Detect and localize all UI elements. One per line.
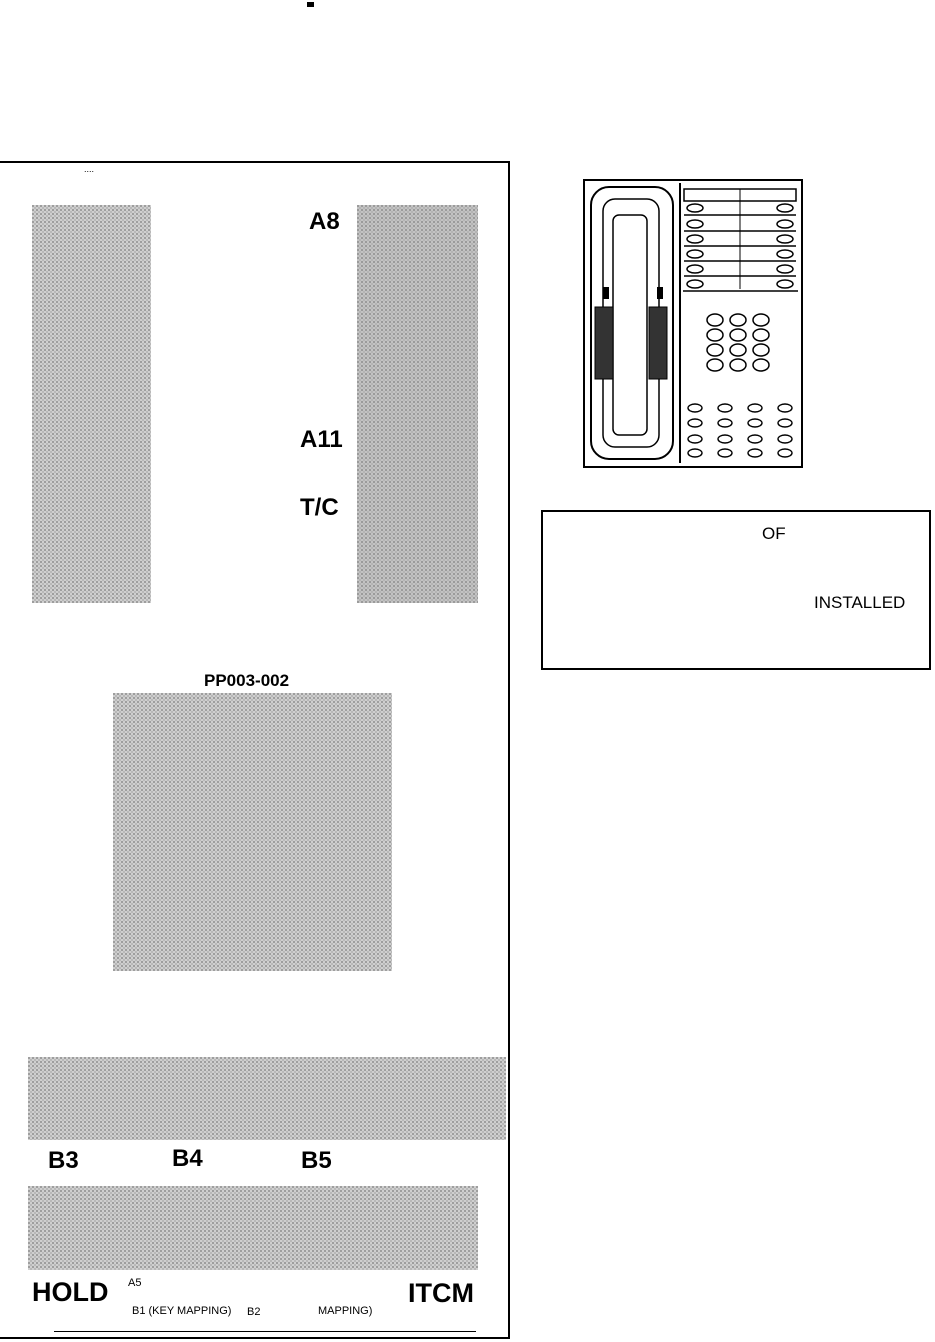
upper-feature-row (28, 1057, 506, 1140)
panel-top-mark: .... (84, 164, 95, 174)
label-a8: A8 (309, 208, 340, 235)
label-b3: B3 (48, 1147, 79, 1174)
telephone-illustration (583, 179, 803, 468)
label-b1-key-mapping: B1 (KEY MAPPING) (132, 1305, 232, 1317)
label-itcm: ITCM (408, 1278, 474, 1308)
note-installed: INSTALLED (814, 593, 906, 612)
right-key-column (357, 205, 478, 603)
dial-pad-area (113, 693, 392, 971)
label-b2: B2 (247, 1306, 261, 1318)
lower-feature-row (28, 1186, 478, 1270)
label-b4: B4 (172, 1145, 203, 1172)
left-key-column (32, 205, 151, 603)
key-layout-panel: .... (0, 161, 510, 1339)
label-pp-code: PP003-002 (204, 671, 290, 690)
label-a5: A5 (128, 1277, 142, 1289)
label-a11: A11 (300, 426, 343, 453)
page-top-mark (307, 2, 314, 7)
note-box: OF INSTALLED (541, 510, 931, 670)
note-of: OF (762, 524, 786, 543)
label-hold: HOLD (32, 1277, 109, 1307)
label-tc: T/C (300, 494, 339, 521)
label-b5: B5 (301, 1147, 332, 1174)
label-mapping: MAPPING) (318, 1305, 373, 1317)
bottom-rule (54, 1331, 476, 1332)
